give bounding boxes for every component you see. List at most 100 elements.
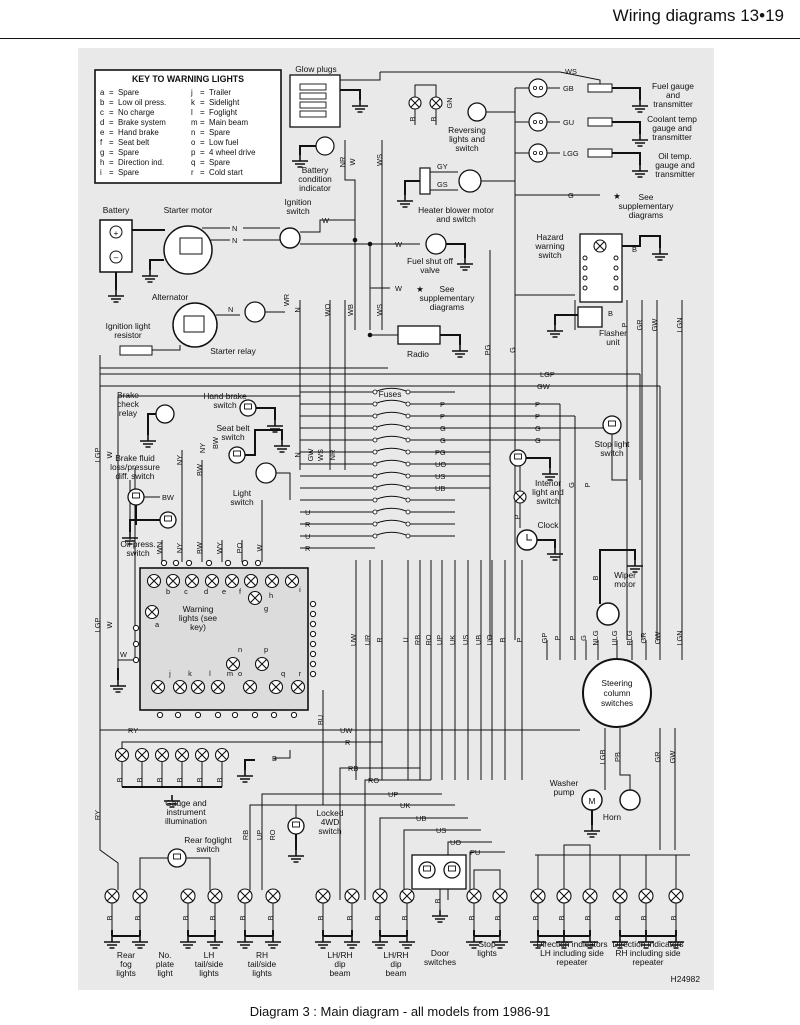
switch-plunger	[244, 403, 252, 410]
lamp-cross	[207, 576, 217, 586]
wire-label-b: B	[175, 777, 184, 782]
reversing-switch-icon	[467, 102, 487, 122]
key-equals: =	[200, 118, 205, 127]
glow-ground	[340, 89, 361, 100]
hazard-terminal	[582, 255, 588, 261]
switch-plunger	[164, 515, 172, 522]
label-ign-resistor: resistor	[114, 330, 142, 340]
wire-label-gu: GU	[563, 118, 574, 127]
panel-pin	[254, 559, 262, 567]
wire-label-b: B	[493, 915, 502, 920]
lamp-cross	[267, 576, 277, 586]
label-interior: Interior	[535, 478, 561, 488]
label-locked-4wd: Locked	[316, 808, 343, 818]
ground-icon	[432, 910, 448, 923]
wire-label-lgn: LGN	[675, 630, 684, 645]
wire-label-gr: GR	[653, 751, 662, 762]
ground-icon	[108, 290, 124, 303]
lamp-cross	[410, 98, 420, 108]
label-light-switch: switch	[230, 497, 254, 507]
key-item: No charge	[118, 108, 155, 117]
glow-feed	[340, 72, 381, 81]
panel-pin	[205, 559, 213, 567]
panel-pin	[156, 711, 164, 719]
hazard-terminal	[613, 285, 619, 291]
key-item: Trailer	[209, 88, 231, 97]
hazard-ground	[606, 235, 661, 248]
label-fuel-gauge: and	[666, 90, 680, 100]
alternator-label: Alternator	[152, 292, 189, 302]
wire-label-gs: GS	[437, 180, 448, 189]
wire-label-ry: RY	[93, 810, 102, 820]
key-item: Sidelight	[209, 98, 240, 107]
label-washer: Washer	[550, 778, 579, 788]
wire-label-b: B	[208, 915, 217, 920]
key-equals: =	[200, 108, 205, 117]
label-door: switches	[424, 957, 456, 967]
wire-label-u: U	[305, 508, 310, 517]
lamp-cross	[267, 890, 279, 902]
fuses-label: Fuses	[379, 389, 402, 399]
label-see-supp: supplementary	[420, 293, 476, 303]
wire-label-nr: NR	[338, 157, 347, 168]
junction-dot	[352, 237, 358, 243]
wire-label-p: P	[583, 482, 592, 487]
warning-letter: e	[222, 587, 226, 596]
key-equals: =	[109, 148, 114, 157]
wire-label-bw: BW	[211, 437, 220, 449]
ls-out	[276, 472, 291, 500]
wire-label-up: UP	[255, 830, 264, 840]
label-gauge-illum: Gauge and	[165, 798, 207, 808]
lamp-cross	[213, 682, 223, 692]
lamp-cross	[584, 890, 596, 902]
rev-feed	[414, 84, 437, 97]
lamp-cross	[515, 492, 525, 502]
key-equals: =	[109, 128, 114, 137]
wire-label-lgp: LGP	[93, 618, 102, 633]
wire-label-b: B	[408, 116, 417, 121]
lamp-cross	[431, 98, 441, 108]
key-equals: =	[200, 88, 205, 97]
wire-label-ub: UB	[416, 814, 426, 823]
fuse-terminal	[372, 449, 378, 455]
label-see-supp: diagrams	[629, 210, 663, 220]
fuse-terminal	[405, 413, 411, 419]
wire-label-rb: RB	[241, 830, 250, 840]
label-gauge-illum: instrument	[166, 807, 206, 817]
wire-label-g: G	[440, 424, 446, 433]
wire-label-r: R	[305, 520, 310, 529]
lamp-cross	[293, 682, 303, 692]
warning-letter: q	[281, 669, 285, 678]
ground-icon	[652, 248, 668, 261]
ground-icon	[632, 100, 648, 113]
warning-letter: g	[264, 604, 268, 613]
ground-icon	[612, 936, 628, 949]
wire-label-gy: GY	[437, 162, 448, 171]
alternator-connector	[183, 315, 205, 333]
label-ignition-switch: switch	[286, 206, 310, 216]
hazard-terminal	[613, 275, 619, 281]
label-brake-relay: relay	[119, 408, 138, 418]
key-letter: k	[191, 98, 195, 107]
label-flasher: unit	[606, 337, 620, 347]
ground-icon	[180, 936, 196, 949]
wire-label-uo: UO	[450, 838, 461, 847]
label-wiper: motor	[614, 579, 636, 589]
wire-label-g: G	[567, 482, 576, 488]
gauge-pin	[539, 150, 544, 155]
ground-icon	[265, 936, 281, 949]
gauge-pin	[533, 120, 538, 125]
wire-rb-bus	[339, 767, 420, 900]
wire-layer	[99, 71, 690, 937]
fuse-icon	[374, 495, 409, 501]
lamp-cross	[245, 682, 255, 692]
panel-pin	[194, 711, 202, 719]
battery-label: Battery	[103, 205, 130, 215]
steering-column-switches-icon	[582, 658, 652, 728]
label-battery-cond: indicator	[299, 183, 331, 193]
lamp-cross	[228, 659, 238, 669]
panel-pin	[309, 620, 317, 628]
lamp-cross	[595, 241, 605, 251]
key-item: Spare	[118, 168, 140, 177]
